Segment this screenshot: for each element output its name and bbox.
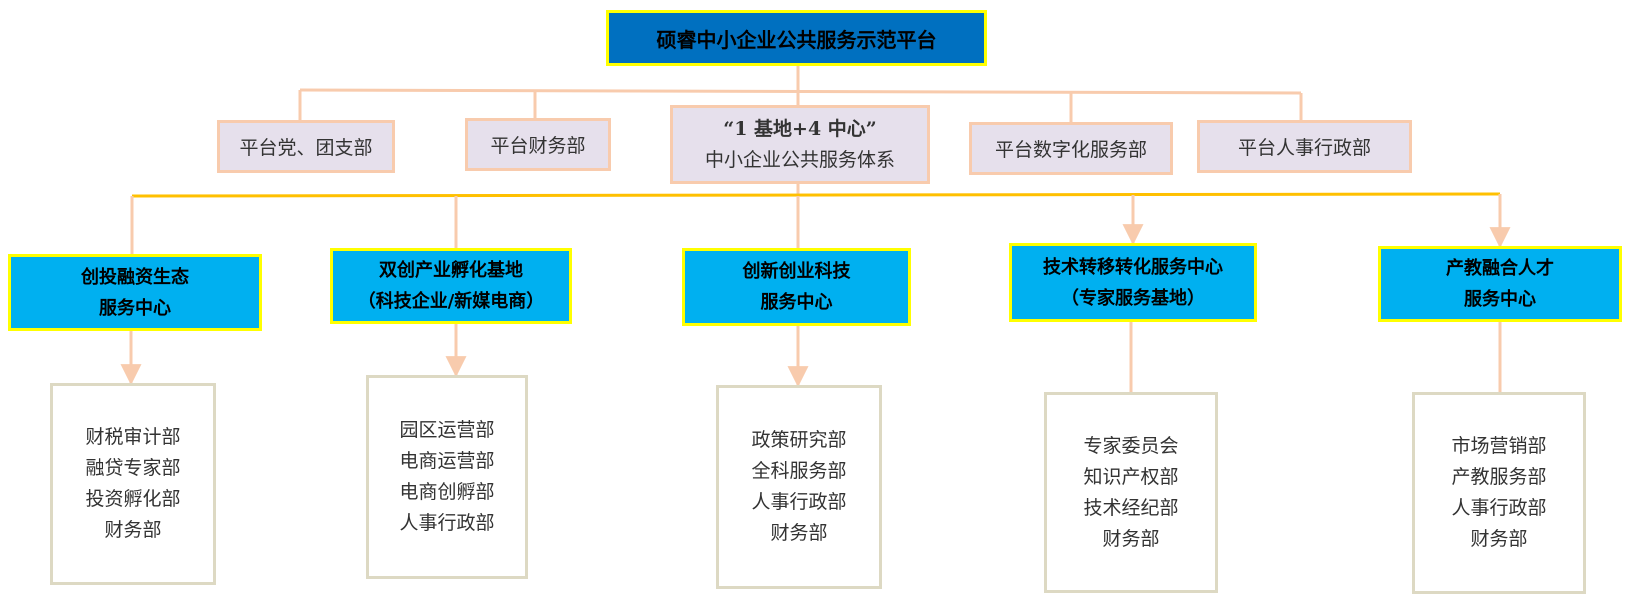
center-incubation-base: 双创产业孵化基地 （科技企业/新媒电商） [330, 248, 572, 324]
dept-digital-service: 平台数字化服务部 [969, 122, 1173, 175]
platform-root-box: 硕睿中小企业公共服务示范平台 [606, 10, 987, 66]
center-subname: 服务中心 [1464, 289, 1536, 310]
unit-item: 技术经纪部 [1083, 496, 1179, 519]
unit-item: 人事行政部 [751, 491, 847, 513]
center-name: 创新创业科技 [742, 261, 851, 282]
unit-item: 电商运营部 [399, 450, 495, 472]
dept-party-branch: 平台党、团支部 [217, 120, 395, 173]
center-name: 双创产业孵化基地 [379, 260, 523, 281]
unit-item: 融贷专家部 [85, 457, 181, 479]
dept-hr-admin: 平台人事行政部 [1197, 120, 1412, 173]
center-name: 创投融资生态 [81, 266, 189, 288]
center-investment-finance: 创投融资生态 服务中心 [8, 254, 262, 331]
center-name: 技术转移转化服务中心 [1043, 256, 1223, 278]
center-tech-transfer: 技术转移转化服务中心 （专家服务基地） [1009, 243, 1257, 322]
platform-title: 硕睿中小企业公共服务示范平台 [656, 27, 937, 52]
system-title: “1 基地+4 中心” [723, 117, 877, 140]
center-subname: 服务中心 [99, 297, 171, 319]
unit-item: 政策研究部 [751, 429, 847, 451]
dept-finance: 平台财务部 [465, 118, 611, 171]
dept-label: 平台人事行政部 [1237, 137, 1371, 159]
unit-item: 市场营销部 [1451, 435, 1547, 457]
service-system-box: “1 基地+4 中心” 中小企业公共服务体系 [670, 105, 930, 184]
unit-item: 产教服务部 [1451, 466, 1547, 488]
center-subname: 服务中心 [760, 292, 833, 313]
dept-label: 平台数字化服务部 [994, 139, 1147, 161]
units-tech-transfer: 专家委员会 知识产权部 技术经纪部 财务部 [1044, 392, 1218, 593]
dept-bus-line [299, 88, 1302, 95]
unit-item: 全科服务部 [751, 460, 847, 482]
unit-item: 人事行政部 [1451, 497, 1547, 519]
center-name: 产教融合人才 [1446, 258, 1554, 279]
center-subname: （科技企业/新媒电商） [357, 291, 545, 312]
dept-label: 平台党、团支部 [239, 137, 373, 159]
system-subtitle: 中小企业公共服务体系 [704, 148, 895, 171]
center-bus-line [131, 192, 1501, 198]
unit-item: 财务部 [104, 519, 162, 541]
units-innovation-tech: 政策研究部 全科服务部 人事行政部 财务部 [716, 385, 882, 589]
center-industry-education: 产教融合人才 服务中心 [1378, 246, 1622, 322]
units-industry-education: 市场营销部 产教服务部 人事行政部 财务部 [1412, 392, 1586, 594]
unit-item: 人事行政部 [399, 512, 495, 534]
dept-label: 平台财务部 [490, 135, 586, 157]
unit-item: 专家委员会 [1083, 434, 1179, 457]
unit-item: 财务部 [1102, 527, 1160, 550]
unit-item: 财务部 [1470, 528, 1528, 550]
units-incubation-base: 园区运营部 电商运营部 电商创孵部 人事行政部 [366, 375, 528, 579]
units-investment-finance: 财税审计部 融贷专家部 投资孵化部 财务部 [50, 383, 216, 585]
unit-item: 财税审计部 [85, 426, 181, 448]
unit-item: 知识产权部 [1083, 465, 1179, 488]
center-subname: （专家服务基地） [1061, 287, 1205, 309]
unit-item: 电商创孵部 [399, 481, 495, 503]
unit-item: 财务部 [770, 522, 828, 544]
center-innovation-tech: 创新创业科技 服务中心 [682, 248, 911, 326]
unit-item: 园区运营部 [399, 419, 495, 441]
unit-item: 投资孵化部 [85, 488, 181, 510]
